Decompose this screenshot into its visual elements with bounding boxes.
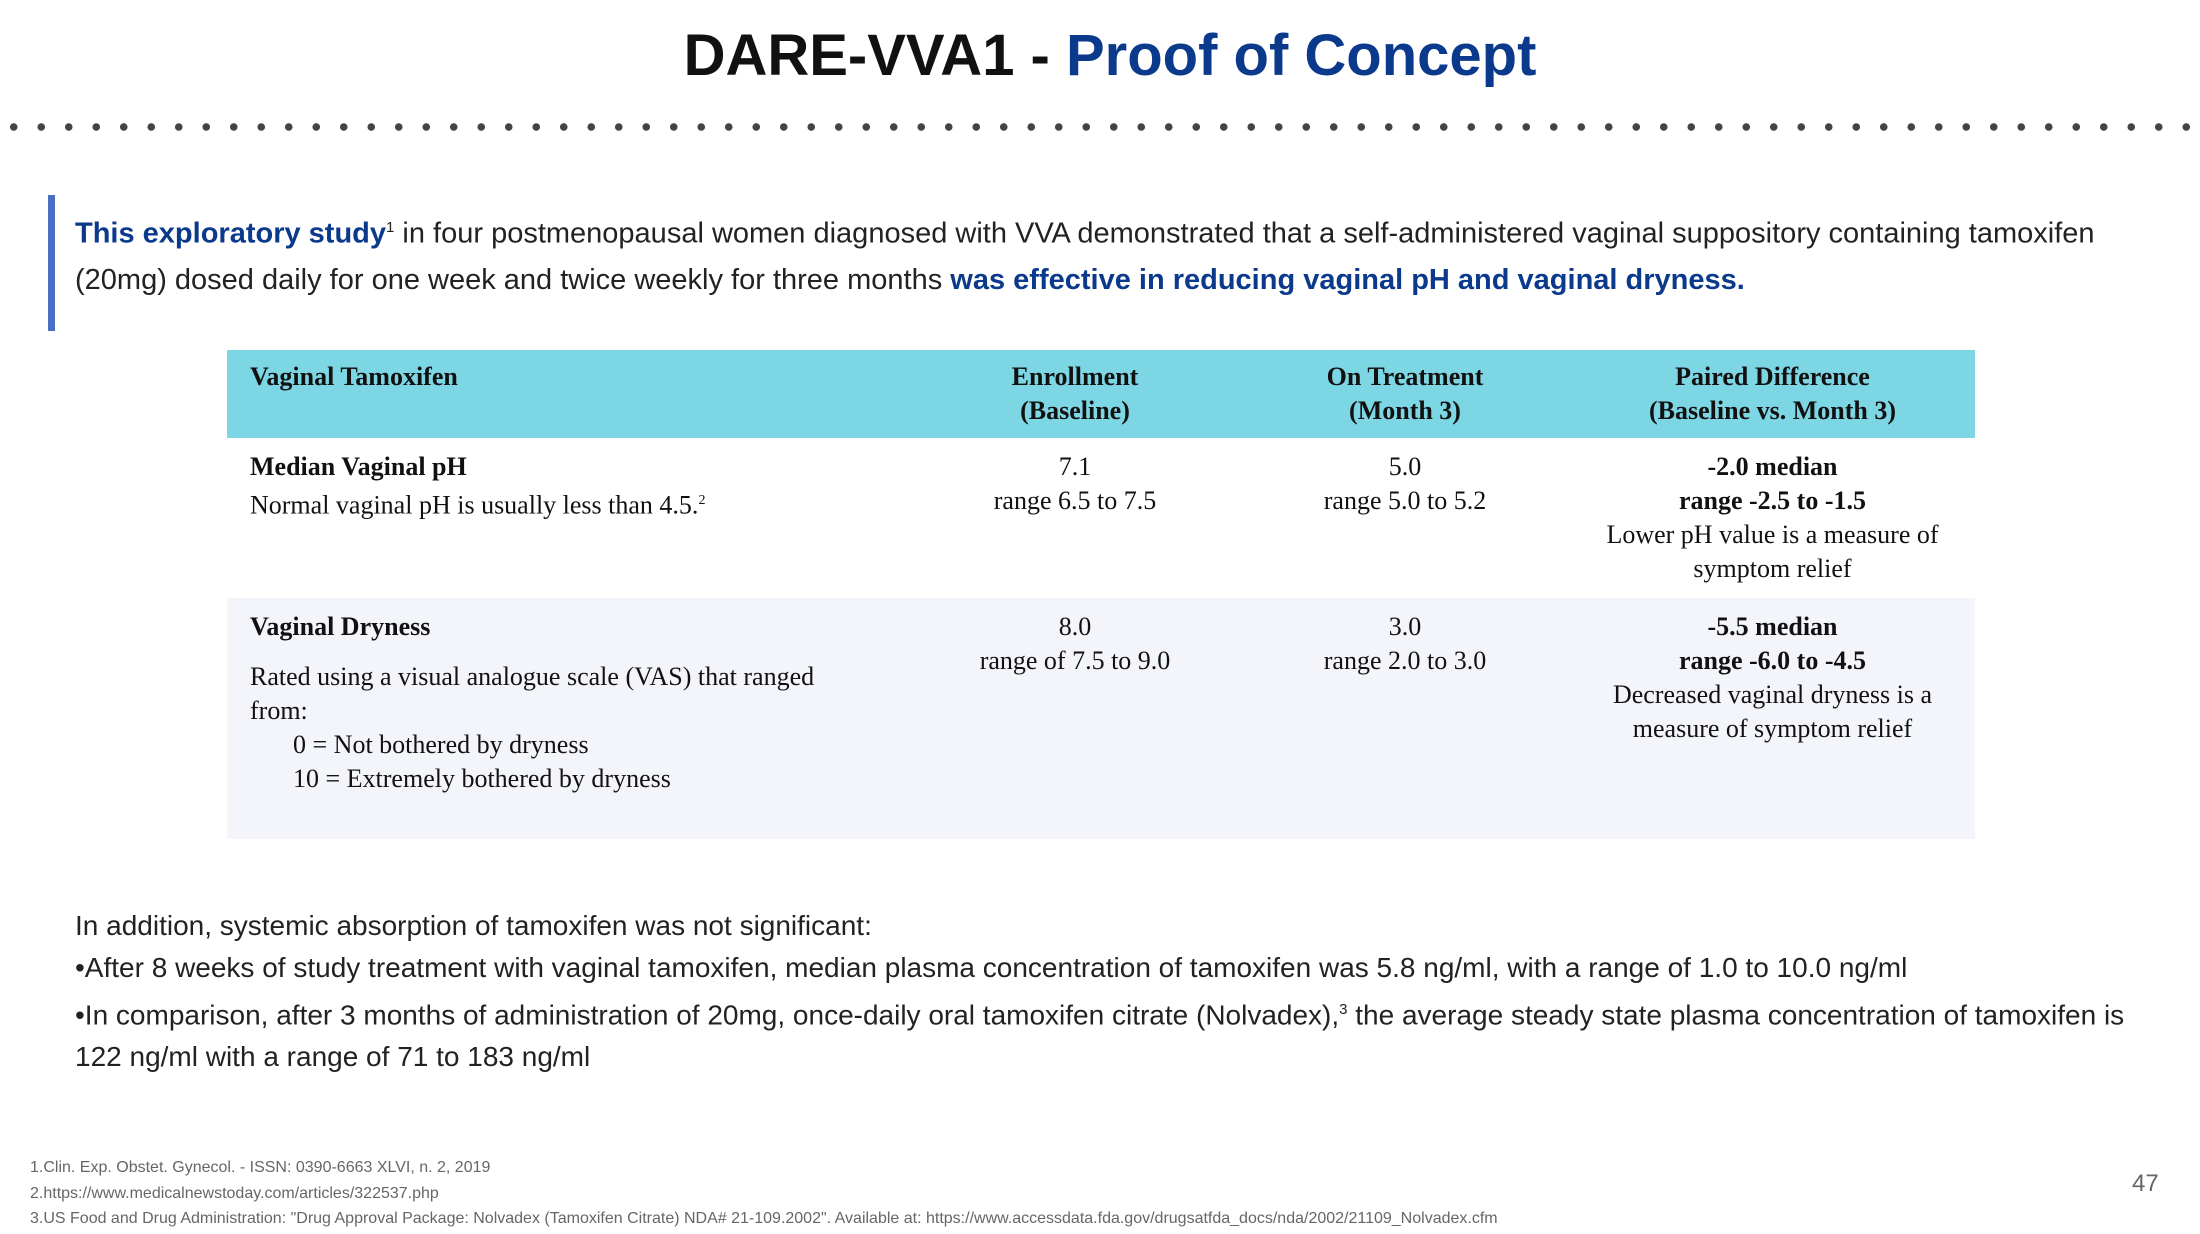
table-header-row: Vaginal Tamoxifen Enrollment (Baseline) O… [227, 350, 1975, 438]
note: Lower pH value is a measure of symptom r… [1606, 520, 1939, 583]
note: Decreased vaginal dryness is a measure o… [1612, 680, 1933, 743]
title-accent: Proof of Concept [1066, 23, 1537, 88]
scale-max: 10 = Extremely bothered by dryness [293, 764, 671, 793]
row-description: Rated using a visual analogue scale (VAS… [250, 662, 815, 725]
baseline-cell: 7.1 range 6.5 to 7.5 [910, 438, 1240, 598]
intro-paragraph: This exploratory study1 in four postmeno… [75, 205, 2155, 303]
slide-title: DARE-VVA1 - Proof of Concept [0, 22, 2200, 89]
results-table: Vaginal Tamoxifen Enrollment (Baseline) O… [227, 350, 1975, 839]
value: 7.1 [1058, 452, 1092, 481]
header-on-treatment: On Treatment (Month 3) [1240, 350, 1570, 438]
range: range -6.0 to -4.5 [1678, 646, 1866, 675]
intro-lead: This exploratory study [75, 217, 387, 250]
summary-bullet: •After 8 weeks of study treatment with v… [75, 952, 1908, 983]
value: 5.0 [1388, 452, 1422, 481]
table-row: Vaginal Dryness Rated using a visual ana… [227, 598, 1975, 839]
header-sublabel: (Baseline vs. Month 3) [1649, 396, 1896, 425]
row-name: Median Vaginal pH [250, 452, 467, 481]
range: range of 7.5 to 9.0 [979, 646, 1171, 675]
footnote: 1.Clin. Exp. Obstet. Gynecol. - ISSN: 03… [30, 1159, 491, 1176]
summary-bullet: •In comparison, after 3 months of admini… [75, 989, 2155, 1078]
table-row: Median Vaginal pH Normal vaginal pH is u… [227, 438, 1975, 598]
footnote-ref: 1 [386, 219, 395, 236]
footnotes: 1.Clin. Exp. Obstet. Gynecol. - ISSN: 03… [30, 1155, 1498, 1232]
bullet-text: the average steady state plasma concentr… [75, 999, 2125, 1073]
footnote: 3.US Food and Drug Administration: "Drug… [30, 1210, 1498, 1227]
header-sublabel: (Baseline) [1020, 396, 1130, 425]
month3-cell: 3.0 range 2.0 to 3.0 [1240, 598, 1570, 839]
month3-cell: 5.0 range 5.0 to 5.2 [1240, 438, 1570, 598]
header-enrollment: Enrollment (Baseline) [910, 350, 1240, 438]
row-label-cell: Vaginal Dryness Rated using a visual ana… [227, 598, 910, 839]
baseline-cell: 8.0 range of 7.5 to 9.0 [910, 598, 1240, 839]
row-label-cell: Median Vaginal pH Normal vaginal pH is u… [227, 438, 910, 598]
page-number: 47 [2132, 1170, 2159, 1197]
value: -5.5 median [1707, 612, 1838, 641]
title-prefix: DARE-VVA1 - [683, 23, 1066, 88]
header-paired-difference: Paired Difference (Baseline vs. Month 3) [1570, 350, 1975, 438]
row-name: Vaginal Dryness [250, 612, 431, 641]
value: -2.0 median [1707, 452, 1838, 481]
header-label: On Treatment [1326, 362, 1484, 391]
summary-intro: In addition, systemic absorption of tamo… [75, 910, 872, 941]
header-label: Paired Difference [1675, 362, 1870, 391]
intro-conclusion: was effective in reducing vaginal pH and… [950, 263, 1745, 296]
footnote-ref: 2 [698, 493, 706, 508]
footnote-ref: 3 [1339, 1001, 1348, 1018]
bullet-text: •In comparison, after 3 months of admini… [75, 999, 1340, 1031]
range: range -2.5 to -1.5 [1678, 486, 1866, 515]
header-label: Vaginal Tamoxifen [250, 362, 458, 391]
header-sublabel: (Month 3) [1349, 396, 1461, 425]
header-label: Enrollment [1011, 362, 1139, 391]
header-vaginal-tamoxifen: Vaginal Tamoxifen [227, 350, 910, 438]
row-description: Normal vaginal pH is usually less than 4… [250, 484, 910, 523]
row-desc-text: Normal vaginal pH is usually less than 4… [250, 490, 699, 520]
range: range 2.0 to 3.0 [1323, 646, 1487, 675]
range: range 5.0 to 5.2 [1323, 486, 1487, 515]
value: 3.0 [1388, 612, 1422, 641]
scale-min: 0 = Not bothered by dryness [293, 730, 589, 759]
range: range 6.5 to 7.5 [993, 486, 1157, 515]
dotted-divider [0, 123, 2200, 131]
accent-bar [48, 195, 55, 331]
intro-body: in four postmenopausal women diagnosed w… [75, 217, 2095, 296]
absorption-summary: In addition, systemic absorption of tamo… [75, 905, 2155, 1078]
value: 8.0 [1058, 612, 1092, 641]
footnote-link[interactable]: 2.https://www.medicalnewstoday.com/artic… [30, 1184, 439, 1202]
